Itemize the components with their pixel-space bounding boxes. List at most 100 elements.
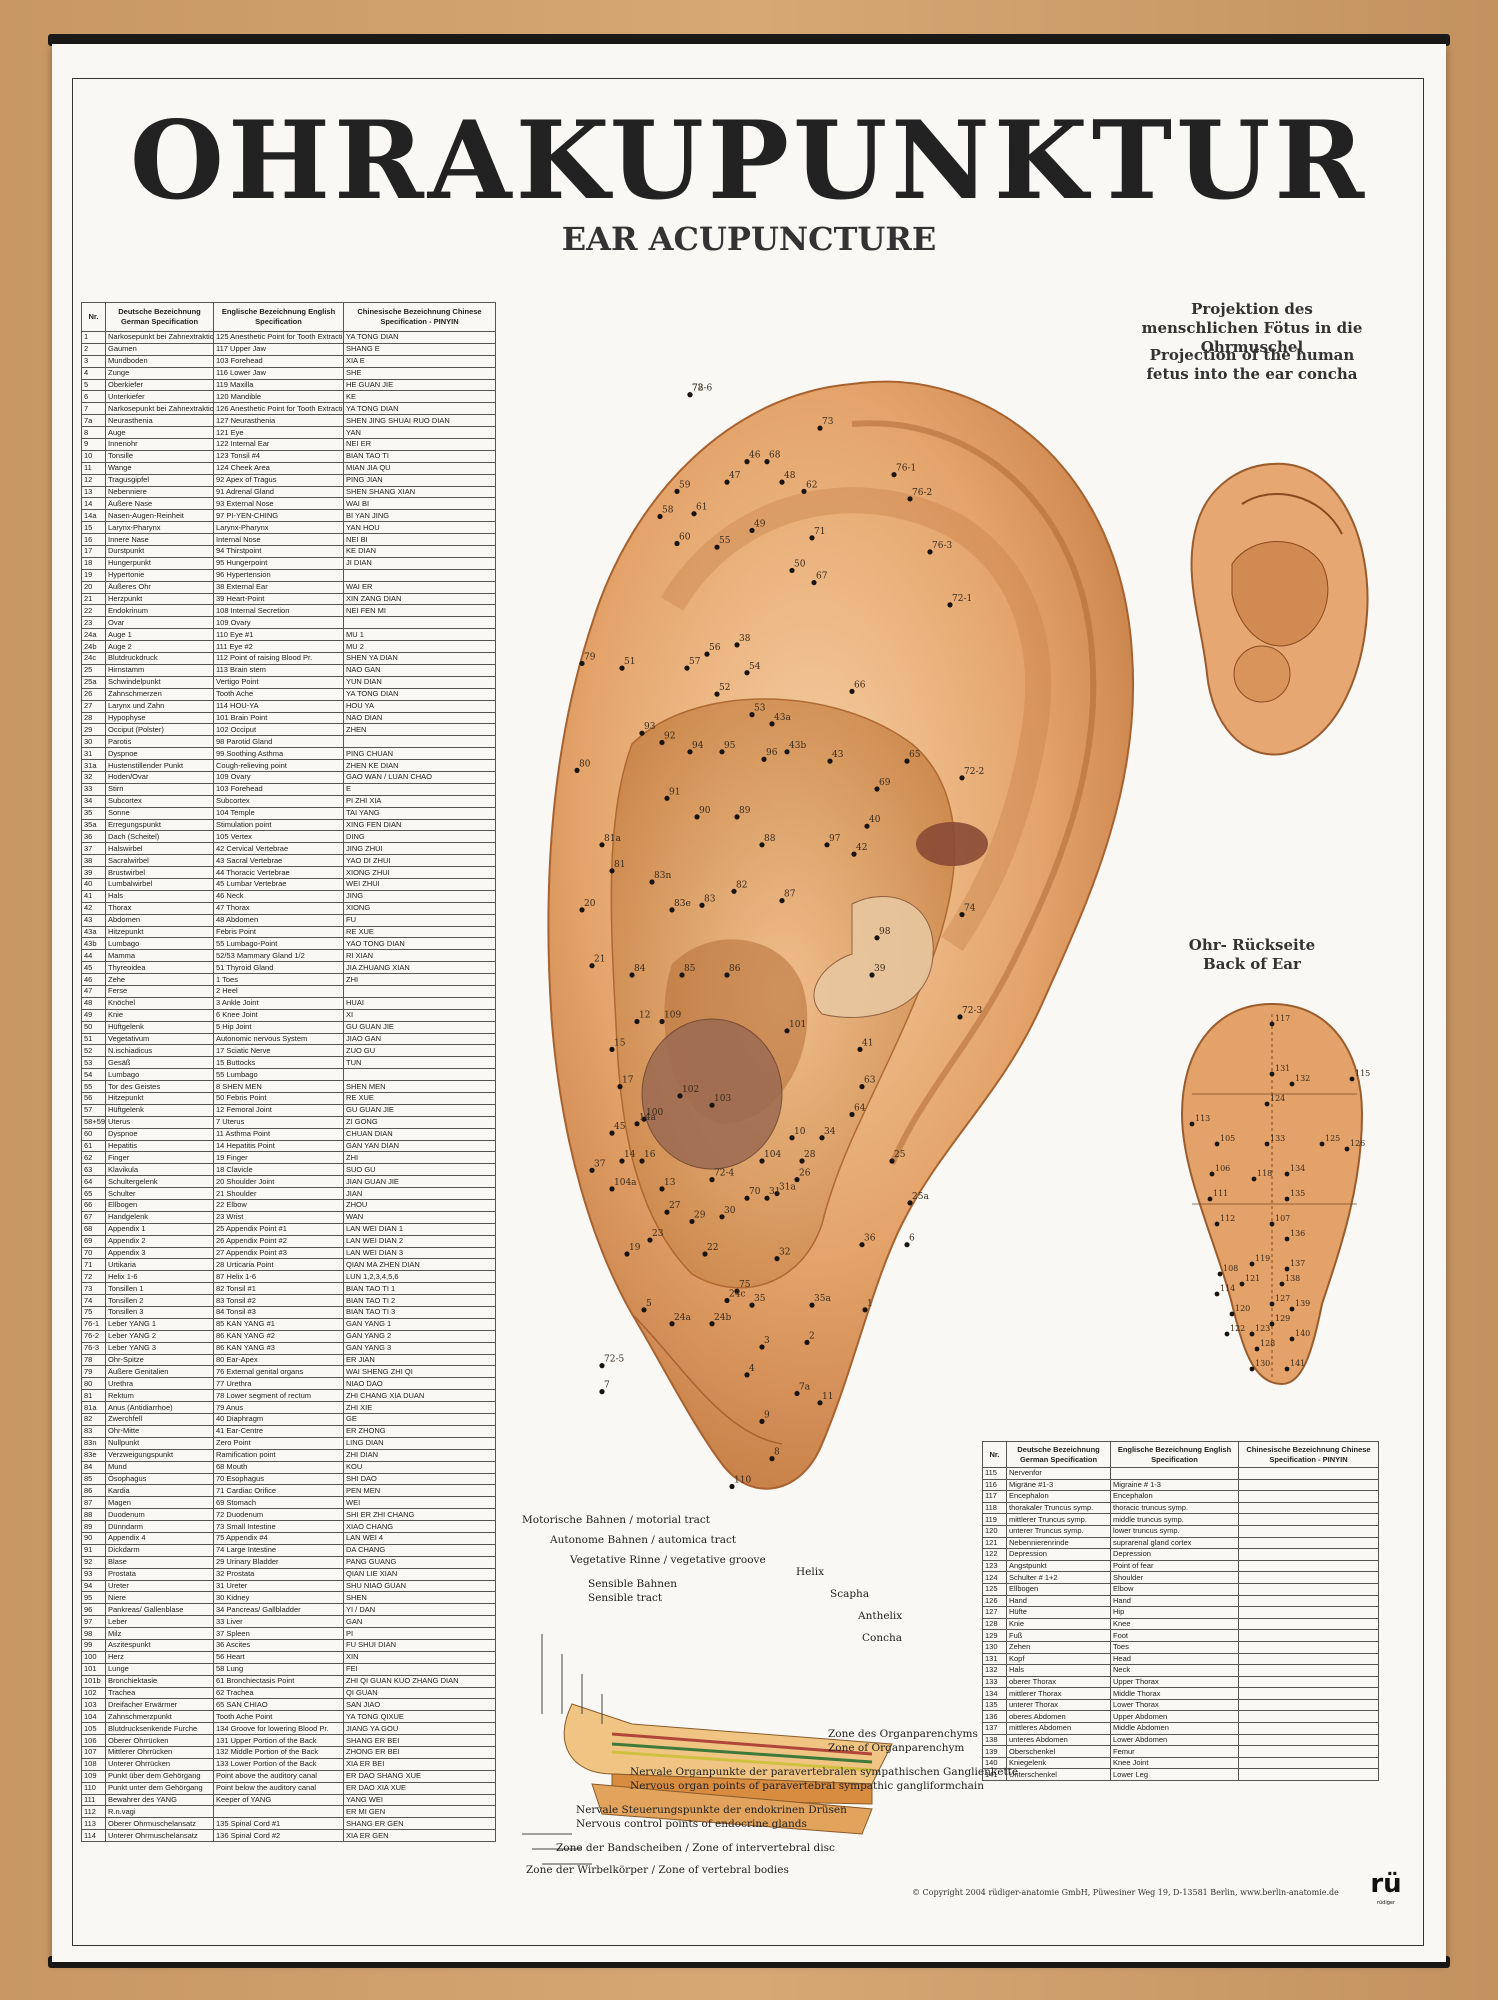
acupoint-label: 46 xyxy=(749,451,761,461)
cell-chinese: YAO TONG DIAN xyxy=(343,937,496,951)
cell-english: 55 Lumbago xyxy=(213,1068,344,1082)
back-acupoint-dot xyxy=(1224,1331,1230,1337)
acupoint-dot xyxy=(817,425,823,431)
cell-nr: 125 xyxy=(982,1582,1007,1596)
cell-chinese: JING ZHUI xyxy=(343,842,496,856)
acupoint-label: 5 xyxy=(646,1299,652,1309)
acupoint-label: 50 xyxy=(794,559,806,569)
acupoint-label: 100 xyxy=(646,1108,663,1118)
cell-german: Angstpunkt xyxy=(1006,1559,1111,1573)
cell-nr: 136 xyxy=(982,1710,1007,1724)
cell-chinese: DA CHANG xyxy=(343,1543,496,1557)
cell-nr: 83n xyxy=(81,1436,106,1450)
acupoint-dot xyxy=(579,660,585,667)
poster-subtitle: EAR ACUPUNCTURE xyxy=(561,220,937,258)
acupoint-dot xyxy=(794,1390,800,1397)
back-acupoint-dot xyxy=(1349,1076,1355,1082)
acupoint-label: 27 xyxy=(669,1201,681,1211)
cell-english: 37 Spleen xyxy=(213,1627,344,1640)
back-acupoint-dot xyxy=(1207,1196,1213,1202)
acupoint-dot xyxy=(702,1251,708,1257)
cell-nr: 132 xyxy=(982,1664,1007,1677)
acupoint-dot xyxy=(749,712,755,718)
acupoint-dot xyxy=(709,1102,715,1108)
cell-chinese: SHANG E xyxy=(343,342,496,356)
cell-chinese: GAN YANG 2 xyxy=(343,1329,496,1343)
cell-nr: 112 xyxy=(81,1805,106,1819)
cell-english: 39 Heart-Point xyxy=(213,592,344,606)
cell-chinese: GAN YANG 1 xyxy=(343,1317,496,1331)
cell-chinese xyxy=(1238,1548,1379,1561)
cell-nr: 43a xyxy=(81,925,106,939)
acupoint-label: 43a xyxy=(774,713,791,723)
acupoint-label: 17 xyxy=(622,1076,634,1086)
acupoint-label: 40 xyxy=(869,815,881,825)
label-anthelix: Anthelix xyxy=(858,1610,903,1622)
cell-german: Leber YANG 1 xyxy=(105,1317,214,1331)
back-acupoint-dot xyxy=(1279,1281,1285,1287)
cell-english: 23 Wrist xyxy=(213,1210,344,1224)
cell-chinese xyxy=(1238,1617,1379,1631)
cell-nr: 106 xyxy=(81,1734,106,1747)
back-acupoint-label: 119 xyxy=(1255,1254,1270,1263)
cell-german: Knie xyxy=(105,1008,214,1022)
cell-nr: 65 xyxy=(81,1187,106,1201)
cell-english: 33 Liver xyxy=(213,1615,344,1629)
acupoint-label: 101 xyxy=(789,1020,806,1030)
cell-nr: 72 xyxy=(81,1270,106,1284)
cell-english: middle truncus symp. xyxy=(1110,1513,1239,1526)
acupoint-dot xyxy=(859,1084,865,1090)
acupoint-label: 93 xyxy=(644,722,656,732)
cell-english: Febris Point xyxy=(213,925,344,939)
cell-chinese: ZHI CHANG XIA DUAN xyxy=(343,1389,496,1403)
cell-german: Occiput (Polster) xyxy=(105,723,214,737)
cell-english: 70 Esophagus xyxy=(213,1472,344,1486)
cell-nr: 41 xyxy=(81,889,106,903)
acupoint-dot xyxy=(789,567,795,574)
acupoint-label: 37 xyxy=(594,1159,606,1169)
cell-german: Hepatitis xyxy=(105,1139,214,1153)
acupoint-dot xyxy=(824,842,830,848)
cell-german: Prostata xyxy=(105,1567,214,1581)
cell-english: 61 Bronchiectasis Point xyxy=(213,1674,344,1688)
cell-nr: 133 xyxy=(982,1675,1007,1689)
acupoint-dot xyxy=(904,1242,910,1248)
back-acupoint-label: 105 xyxy=(1220,1134,1235,1143)
cell-nr: 1 xyxy=(81,331,106,344)
cell-german: thorakaler Truncus symp. xyxy=(1006,1501,1111,1515)
acupoint-dot xyxy=(774,1256,780,1262)
acupoint-label: 6 xyxy=(909,1234,915,1244)
acupoint-dot xyxy=(769,1456,775,1462)
back-acupoint-label: 131 xyxy=(1275,1064,1290,1073)
acupoint-label: 102 xyxy=(682,1085,699,1095)
cell-nr: 4 xyxy=(81,366,106,380)
cell-nr: 7a xyxy=(81,414,106,428)
acupoint-dot xyxy=(689,1218,695,1225)
cell-english: 55 Lumbago-Point xyxy=(213,937,344,951)
cell-chinese xyxy=(1238,1467,1379,1480)
acupoint-label: 104a xyxy=(614,1178,637,1188)
cell-english: 2 Heel xyxy=(213,984,344,998)
cell-nr: 6 xyxy=(81,390,106,404)
cell-nr: 21 xyxy=(81,592,106,606)
cell-english: 105 Vertex xyxy=(213,830,344,844)
cell-german: Handgelenk xyxy=(105,1210,214,1224)
back-acupoint-label: 136 xyxy=(1290,1229,1305,1238)
cell-chinese: BIAN TAO TI xyxy=(343,449,496,463)
cell-chinese xyxy=(1238,1501,1379,1515)
